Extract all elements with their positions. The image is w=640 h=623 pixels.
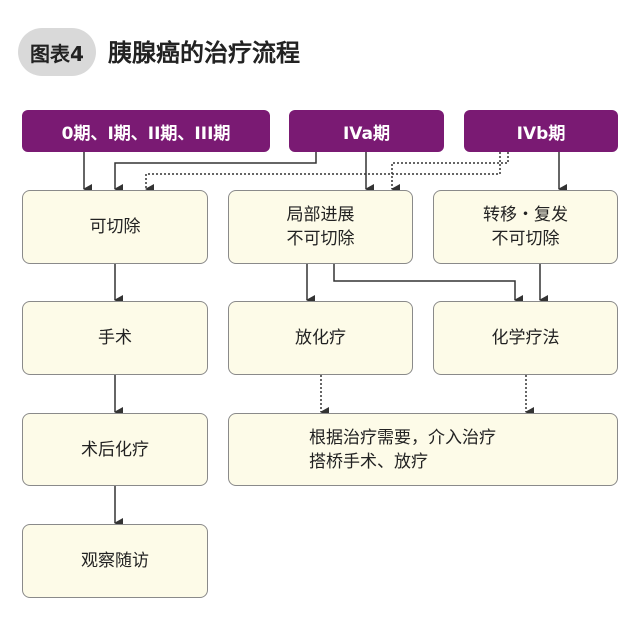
dotted-ivb-to-resectable (145, 152, 501, 194)
box-as-needed: 根据治疗需要，介入治疗 搭桥手术、放疗 (228, 413, 618, 486)
stage-early: 0期、I期、II期、III期 (22, 110, 270, 152)
locally-advanced-line-1: 局部进展 (286, 205, 355, 225)
figure-label: 图表4 (18, 28, 96, 76)
box-observation: 观察随访 (22, 524, 208, 598)
arrow-iva-to-resectable (114, 152, 317, 194)
arrow-locally-advanced-to-chemo (333, 264, 523, 305)
metastasis-line-2: 不可切除 (491, 229, 560, 249)
as-needed-line-1: 根据治疗需要，介入治疗 (309, 427, 496, 448)
metastasis-line-1: 转移・复发 (483, 205, 568, 225)
box-chemotherapy: 化学疗法 (433, 301, 618, 375)
box-resectable: 可切除 (22, 190, 208, 264)
dotted-ivb-to-locally-advanced (391, 152, 509, 194)
as-needed-line-2: 搭桥手术、放疗 (309, 451, 428, 472)
box-surgery: 手术 (22, 301, 208, 375)
box-metastasis-recurrence: 转移・复发 不可切除 (433, 190, 618, 264)
diagram-title: 胰腺癌的治疗流程 (108, 39, 300, 67)
box-postop-chemo: 术后化疗 (22, 413, 208, 486)
box-locally-advanced: 局部进展 不可切除 (228, 190, 413, 264)
box-radiotherapy: 放化疗 (228, 301, 413, 375)
stage-ivb: IVb期 (464, 110, 618, 152)
stage-iva: IVa期 (289, 110, 444, 152)
locally-advanced-line-2: 不可切除 (286, 229, 355, 249)
